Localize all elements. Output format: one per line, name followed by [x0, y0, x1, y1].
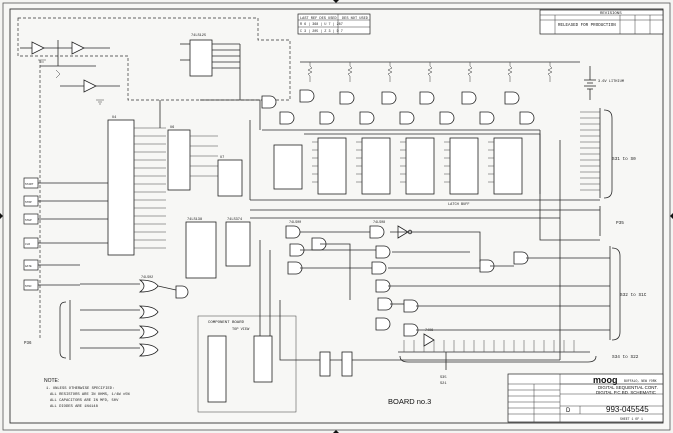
connector-p36: P36	[24, 300, 71, 360]
top-center-mark	[333, 0, 339, 3]
gate-c-label: 74LS02	[141, 276, 153, 280]
connector-p35: P35	[599, 206, 624, 236]
title-line-2: DIGITAL P.C.BD. SCHEMATIC	[596, 390, 656, 395]
connector-s35-label: S35	[440, 376, 446, 380]
left-label-4: CLR	[25, 243, 30, 246]
component-board-title: COMPONENT BOARD	[208, 321, 245, 325]
connector-s32: S32 to S1C	[609, 246, 647, 341]
pullup-resistor-row	[300, 61, 580, 82]
driver-label: 7406	[425, 329, 433, 333]
drawing-number: 993-045545	[606, 405, 649, 414]
note-line-1: 1. UNLESS OTHERWISE SPECIFIED:	[46, 387, 114, 391]
battery-label: 3.6V LITHIUM	[598, 80, 624, 84]
component-board-subtitle: TOP VIEW	[232, 328, 250, 332]
connector-s35: S35 S21	[440, 352, 446, 386]
gate-a-label: 74LS00	[289, 221, 301, 225]
left-input-column: START STOP STEP CLR GATE SYNC	[23, 60, 108, 340]
revision-header: REVISIONS	[600, 12, 622, 16]
connector-p35-label: P35	[616, 221, 624, 226]
drawing-size: D	[566, 408, 571, 414]
left-label-1: START	[25, 183, 34, 186]
dip-a-label: 74LS138	[187, 218, 202, 222]
company-city: BUFFALO, NEW YORK	[624, 379, 657, 383]
cpu-chip: U4	[107, 116, 166, 256]
rom-label: U7	[220, 156, 224, 160]
connector-s21-label: S21	[440, 382, 446, 386]
connector-s31-label: S31 to S0	[612, 157, 636, 162]
notes-title: NOTE:	[44, 378, 59, 384]
company-logo: moog	[593, 375, 618, 385]
note-line-4: ALL DIODES ARE 1N4148	[50, 405, 99, 409]
left-label-5: GATE	[25, 265, 32, 268]
connector-s34-label: S34 to S22	[612, 355, 639, 360]
board-label: BOARD no.3	[388, 397, 431, 406]
memory-chip-row: LATCH BUFF	[262, 129, 541, 207]
top-buffer-chip: 74LS125	[180, 34, 241, 100]
component-board: COMPONENT BOARD TOP VIEW	[197, 315, 353, 413]
input-amp-circuit	[20, 40, 120, 105]
dashed-region	[17, 17, 291, 101]
notes-block: NOTE: 1. UNLESS OTHERWISE SPECIFIED: ALL…	[44, 378, 130, 409]
gate-b-label: 74LS08	[373, 221, 385, 225]
wiring	[159, 99, 610, 361]
rom-chip: U7	[217, 156, 243, 197]
sheet-number: SHEET 1 OF 1	[620, 417, 643, 421]
ref-des-table: LAST REF DES USED DES NOT USED R 6 | 368…	[297, 13, 371, 35]
left-center-mark	[0, 213, 3, 219]
des-not-used-label: DES NOT USED	[342, 17, 368, 21]
title-line-1: DIGITAL SEQUENTIAL CONT.	[598, 385, 658, 390]
ram-chip: U6	[167, 126, 218, 191]
upper-gate-row	[261, 89, 535, 125]
left-label-6: SYNC	[25, 285, 32, 288]
decoder-chips: 74LS138 74LS374	[185, 218, 251, 279]
bottom-center-mark	[333, 430, 339, 433]
top-buffer-label: 74LS125	[191, 34, 206, 38]
title-block: moog BUFFALO, NEW YORK DIGITAL SEQUENTIA…	[507, 373, 664, 423]
connector-s34: S34 to S22	[398, 340, 639, 363]
latch-buff-label: LATCH BUFF	[448, 203, 470, 207]
connector-p36-label: P36	[24, 342, 32, 346]
right-center-mark	[670, 213, 673, 219]
left-gate-stack: 74LS02	[80, 276, 189, 357]
drawing-frame	[9, 8, 664, 424]
last-ref-used-label: LAST REF DES USED	[300, 17, 337, 21]
battery-symbol: 3.6V LITHIUM	[584, 66, 624, 100]
left-label-2: STOP	[25, 201, 32, 204]
ref-row-2: C 3 | 205 | Z 3 | D 7	[300, 29, 343, 34]
note-line-3: ALL CAPACITORS ARE IN MFD, 50V	[50, 399, 119, 403]
connector-s32-label: S32 to S1C	[620, 293, 647, 298]
cpu-label: U4	[112, 116, 116, 120]
left-label-3: STEP	[25, 219, 32, 222]
revision-table: REVISIONS RELEASED FOR PRODUCTION	[539, 9, 664, 35]
ram-label: U6	[170, 126, 174, 130]
middle-logic-cluster: 74LS00 74LS08 7406	[285, 221, 529, 347]
note-line-2: ALL RESISTORS ARE IN OHMS, 1/4W ±5%	[50, 392, 130, 397]
dip-b-label: 74LS374	[227, 218, 242, 222]
connector-s31: S31 to S0	[580, 108, 636, 199]
revision-row: RELEASED FOR PRODUCTION	[558, 24, 616, 28]
ref-row-1: R 6 | 368 | U 7 | 287	[300, 22, 343, 27]
